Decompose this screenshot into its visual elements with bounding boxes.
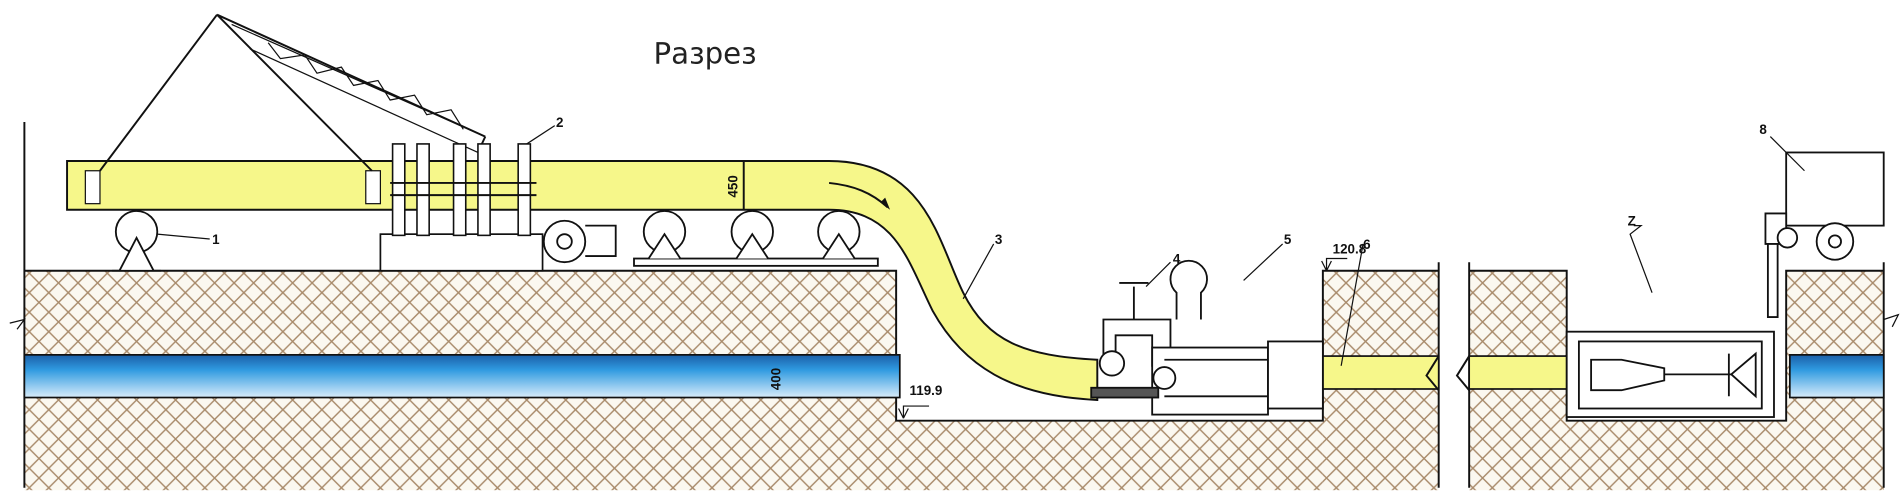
existing-pipe: 400 bbox=[23, 354, 1885, 399]
elevation-pit: 119.9 bbox=[910, 383, 943, 398]
elevation-mark-top: 120.8 bbox=[1321, 242, 1367, 271]
dim-new-pipe: 450 bbox=[726, 175, 741, 197]
label-2: 2 bbox=[556, 115, 563, 130]
receiving-pit-equipment bbox=[1565, 330, 1775, 418]
butt-fusion-machine: 2 bbox=[379, 115, 563, 272]
label-6: 6 bbox=[1363, 237, 1370, 252]
label-7: Z bbox=[1628, 214, 1636, 229]
crane bbox=[99, 13, 487, 172]
dim-old-pipe: 400 bbox=[768, 368, 783, 390]
elevation-top: 120.8 bbox=[1333, 242, 1367, 257]
new-pe-pipe: 450 bbox=[66, 160, 1568, 401]
label-3: 3 bbox=[995, 232, 1002, 247]
pulling-unit bbox=[1090, 259, 1324, 416]
elevation-mark-pit: 119.9 bbox=[898, 383, 943, 419]
pipe-rollers bbox=[112, 210, 879, 272]
section-title: Разрез bbox=[654, 36, 757, 70]
winch-truck bbox=[1764, 151, 1885, 318]
label-1: 1 bbox=[212, 232, 220, 247]
label-5: 5 bbox=[1284, 232, 1292, 247]
label-8: 8 bbox=[1759, 122, 1767, 137]
label-4: 4 bbox=[1173, 251, 1181, 266]
